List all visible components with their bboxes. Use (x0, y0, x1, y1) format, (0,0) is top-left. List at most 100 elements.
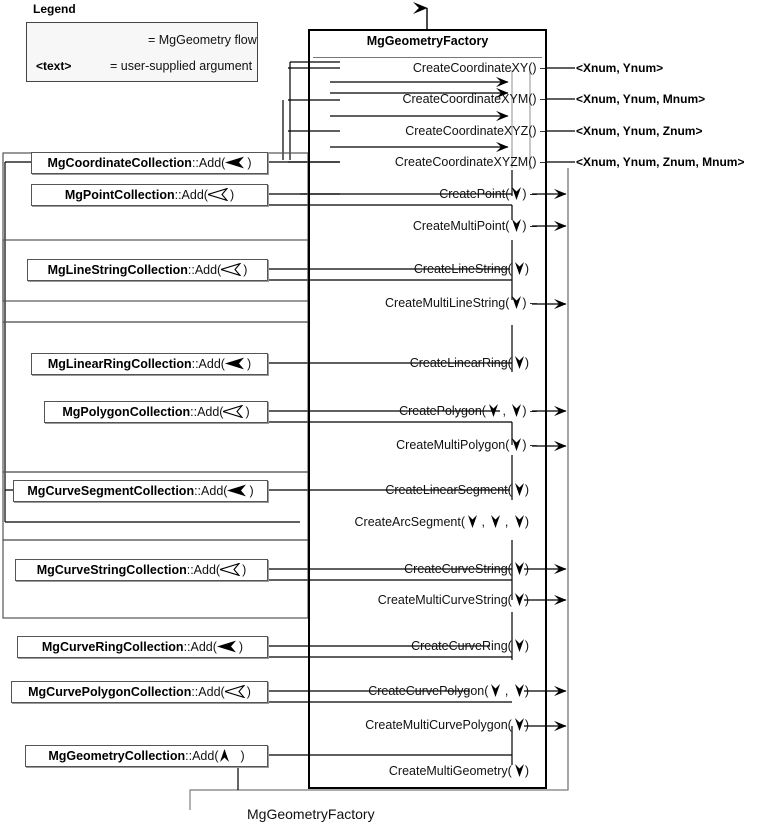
geometry-arg-arrow-icon (512, 764, 525, 778)
collection-box: MgLineStringCollection::Add() (27, 259, 268, 281)
geometry-arg-arrow-icon (488, 684, 501, 698)
collection-class-name: MgGeometryCollection (48, 749, 186, 763)
collection-close-paren: ) (240, 749, 245, 763)
method-flow-dash: – (536, 124, 547, 138)
factory-method: CreateCurvePolygon( , ) (368, 684, 529, 698)
collection-class-name: MgLineStringCollection (47, 263, 188, 277)
method-name: CreateCoordinateXY( (412, 61, 533, 75)
collection-class-name: MgLinearRingCollection (47, 357, 192, 371)
collection-class-name: MgCurveStringCollection (36, 563, 187, 577)
method-close-paren: ) (524, 262, 529, 276)
geometry-arg-arrow-icon (509, 438, 522, 452)
collection-close-paren: ) (246, 685, 251, 699)
geometry-arg-arrow-icon (512, 356, 525, 370)
factory-method: CreateMultiPoint() – (315, 219, 537, 233)
factory-method: CreateLinearSegment() (315, 483, 529, 497)
collection-close-paren: ) (245, 405, 250, 419)
method-flow-dash: – (526, 438, 537, 452)
method-name: CreateMultiLineString( (385, 296, 510, 310)
geometry-arg-arrow-icon (512, 483, 525, 497)
collection-scope-separator: ::Add( (186, 563, 221, 577)
method-close-paren: ) (524, 718, 529, 732)
method-name: CreateLinearRing( (409, 356, 512, 370)
geometry-arg-arrow-icon (509, 219, 522, 233)
collection-scope-separator: ::Add( (190, 405, 224, 419)
collection-close-paren: ) (249, 484, 254, 498)
method-close-paren: ) (522, 219, 527, 233)
method-close-paren: ) (532, 61, 537, 75)
factory-title-divider (313, 57, 542, 58)
factory-method: CreatePolygon( , ) – (399, 404, 537, 418)
method-close-paren: ) (524, 684, 529, 698)
collection-scope-separator: ::Add( (191, 357, 225, 371)
factory-title: MgGeometryFactory (366, 34, 489, 48)
method-flow-dash: – (526, 219, 537, 233)
factory-method: CreateCurveString() (315, 562, 529, 576)
method-close-paren: ) (532, 124, 537, 138)
collection-scope-separator: ::Add( (191, 685, 225, 699)
factory-method: CreateCoordinateXYZ() – (315, 124, 547, 138)
method-close-paren: ) (522, 404, 527, 418)
method-close-paren: ) (532, 92, 537, 106)
collection-box: MgPointCollection::Add() (31, 184, 268, 206)
method-name: CreateMultiPolygon( (396, 438, 510, 452)
collection-class-name: MgPolygonCollection (62, 405, 191, 419)
collection-box: MgPolygonCollection::Add() (44, 401, 268, 423)
method-name: CreateMultiCurveString( (377, 593, 512, 607)
collection-close-paren: ) (229, 188, 235, 202)
collection-box: MgCurvePolygonCollection::Add() (11, 681, 268, 703)
collection-box: MgGeometryCollection::Add() (25, 745, 268, 767)
factory-method: CreateLinearRing() (315, 356, 529, 370)
collection-box: MgCurveStringCollection::Add() (15, 559, 268, 581)
factory-method: CreateMultiCurvePolygon() (315, 718, 529, 732)
method-close-paren: ) (532, 155, 537, 169)
method-name: CreateCurvePolygon( (368, 684, 489, 698)
method-name: CreateArcSegment( (354, 515, 465, 529)
user-supplied-argument: <Xnum, Ynum, Mnum> (576, 92, 706, 106)
factory-method: CreateMultiPolygon() – (315, 438, 537, 452)
geometry-arg-arrow-icon (224, 357, 247, 371)
factory-method: CreateCurveRing() (315, 639, 529, 653)
method-name: CreateLinearSegment( (385, 483, 512, 497)
collection-scope-separator: ::Add( (187, 263, 222, 277)
geometry-arg-arrow-icon (227, 484, 249, 498)
collection-box: MgCurveRingCollection::Add() (17, 636, 268, 658)
method-close-paren: ) (524, 483, 529, 497)
method-flow-dash: – (526, 187, 537, 201)
collection-class-name: MgPointCollection (64, 188, 175, 202)
geometry-arg-arrow-icon (512, 562, 525, 576)
geometry-arg-arrow-icon (486, 404, 499, 418)
method-name: CreateCoordinateXYM( (402, 92, 533, 106)
geometry-arg-arrow-icon (488, 515, 501, 529)
geometry-arg-arrow-icon (219, 749, 241, 763)
collection-scope-separator: ::Add( (183, 640, 217, 654)
collection-close-paren: ) (238, 640, 244, 654)
method-close-paren: ) (524, 515, 529, 529)
method-close-paren: ) (522, 296, 527, 310)
collection-scope-separator: ::Add( (185, 749, 219, 763)
method-flow-dash: – (536, 61, 547, 75)
collection-close-paren: ) (246, 357, 252, 371)
method-close-paren: ) (524, 593, 529, 607)
collection-scope-separator: ::Add( (174, 188, 208, 202)
method-flow-dash: – (526, 404, 537, 418)
method-close-paren: ) (522, 438, 527, 452)
geometry-arg-arrow-icon (206, 187, 230, 202)
method-name: CreateCoordinateXYZ( (405, 124, 533, 138)
geometry-arg-arrow-icon (465, 515, 478, 529)
method-name: CreatePoint( (439, 187, 510, 201)
method-name: CreateMultiPoint( (412, 219, 510, 233)
geometry-arg-arrow-icon (509, 404, 522, 418)
legend-box (26, 22, 258, 82)
geometry-arg-arrow-icon (221, 404, 245, 419)
collection-class-name: MgCurveRingCollection (41, 640, 184, 654)
collection-class-name: MgCurveSegmentCollection (27, 484, 195, 498)
method-flow-dash: – (536, 155, 547, 169)
geometry-arg-arrow-icon (225, 156, 247, 170)
geometry-arg-arrow-icon (219, 262, 243, 277)
collection-box: MgLinearRingCollection::Add() (31, 353, 268, 375)
method-close-paren: ) (524, 562, 529, 576)
collection-box: MgCurveSegmentCollection::Add() (13, 480, 268, 502)
geometry-arg-arrow-icon (512, 718, 525, 732)
